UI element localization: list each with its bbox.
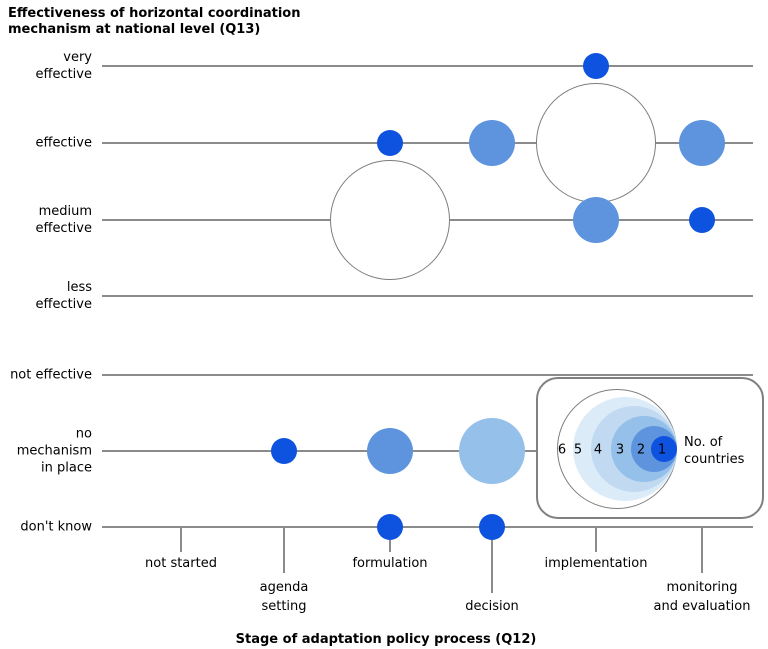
legend-size-label: 1	[657, 442, 667, 458]
legend-size-label: 5	[573, 442, 583, 458]
bubble	[271, 438, 297, 464]
chart-title: Effectiveness of horizontal coordination…	[8, 6, 301, 37]
bubble	[377, 514, 403, 540]
category-grid-line	[102, 374, 753, 376]
bubble	[679, 120, 725, 166]
bubble	[536, 83, 656, 203]
x-axis-label: monitoring and evaluation	[653, 580, 751, 614]
y-axis-label: no mechanism in place	[16, 426, 92, 476]
category-grid-line	[102, 526, 753, 528]
bubble	[377, 130, 403, 156]
axis-tick	[180, 527, 182, 552]
legend-size-label: 3	[615, 442, 625, 458]
bubble	[469, 120, 515, 166]
x-axis-label: formulation	[352, 555, 428, 571]
bubble	[583, 53, 609, 79]
legend-size-label: 6	[557, 442, 567, 458]
legend-size-label: 4	[593, 442, 603, 458]
y-axis-label: don't know	[20, 519, 92, 535]
category-grid-line	[102, 295, 753, 297]
x-axis-title: Stage of adaptation policy process (Q12)	[235, 632, 537, 647]
y-axis-label: medium effective	[35, 204, 92, 236]
bubble	[330, 160, 450, 280]
x-axis-label: decision	[465, 599, 519, 614]
axis-tick	[491, 527, 493, 593]
category-grid-line	[102, 450, 753, 452]
axis-tick	[701, 527, 703, 573]
y-axis-label: effective	[35, 135, 92, 151]
legend-size-label: 2	[636, 442, 646, 458]
category-grid-line	[102, 65, 753, 67]
category-grid-line	[102, 142, 753, 144]
legend-size-circle	[651, 436, 677, 462]
bubble	[573, 197, 619, 243]
y-axis-label: not effective	[10, 367, 92, 383]
bubble	[459, 418, 525, 484]
bubble	[689, 207, 715, 233]
x-axis-label: agenda setting	[259, 580, 309, 614]
axis-tick	[595, 527, 597, 552]
bubble	[367, 428, 413, 474]
y-axis-label: very effective	[35, 50, 92, 82]
bubble	[479, 514, 505, 540]
x-axis-label: implementation	[544, 555, 648, 571]
x-axis-label: not started	[145, 555, 217, 571]
y-axis-label: less effective	[35, 280, 92, 312]
legend-label: No. of countries	[684, 435, 745, 467]
axis-tick	[283, 527, 285, 573]
